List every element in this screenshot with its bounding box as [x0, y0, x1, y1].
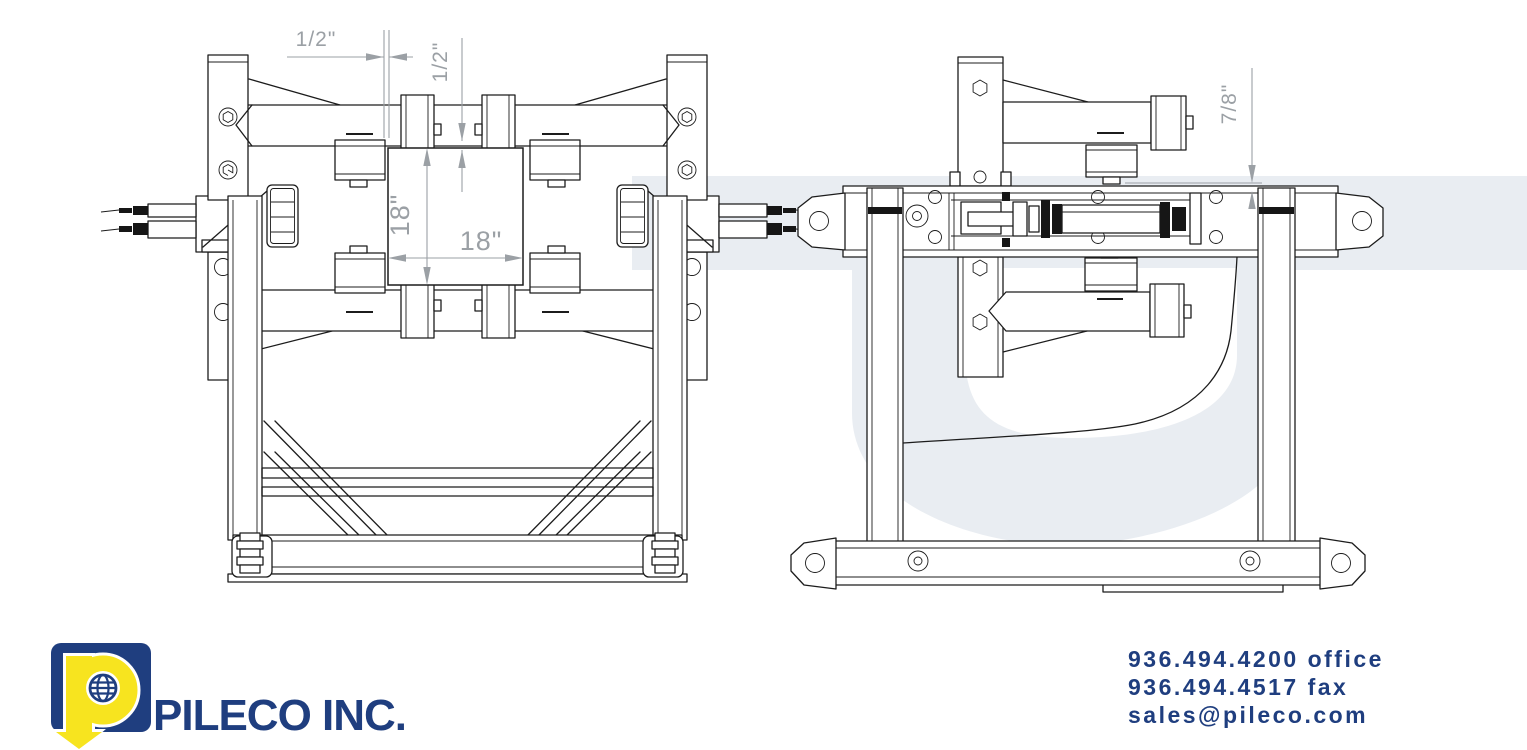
clamp-left: [231, 532, 273, 578]
latch-left: [100, 195, 234, 253]
column-right: [652, 195, 688, 541]
side-mid-roller-top: [1084, 251, 1138, 292]
company-name: PILECO INC.: [153, 691, 406, 740]
hydraulic-hose: [902, 256, 1238, 444]
front-dimensions: 1/2" 1/2" 18" 18": [287, 28, 523, 285]
dim-half-inch-vertical: 1/2": [429, 42, 452, 83]
dim-half-inch-horizontal: 1/2": [296, 28, 337, 51]
pileco-logo: PILECO INC.: [51, 643, 407, 750]
side-bottom-beam: [833, 540, 1323, 586]
column-left: [227, 195, 263, 541]
side-structure: [790, 56, 1384, 593]
side-mid-arm: [988, 291, 1151, 332]
post-left-upper: [207, 54, 249, 201]
clamp-right: [642, 532, 684, 578]
roller-side-upper-right: [529, 139, 581, 188]
side-top-roller-lower: [1085, 144, 1138, 185]
lug-top-right: [1335, 192, 1384, 251]
wear-pad-right: [616, 184, 649, 248]
roller-side-upper-left: [334, 139, 386, 188]
side-leg-right: [1257, 187, 1296, 546]
footer: PILECO INC. 936.494.4200 office 936.494.…: [51, 643, 1384, 750]
contact-email: sales@pileco.com: [1128, 702, 1368, 728]
globe-icon: [86, 671, 120, 705]
side-view-drawing: 7/8": [790, 56, 1384, 593]
lug-bottom-left: [790, 537, 837, 590]
roller-side-lower-right: [529, 245, 581, 294]
side-top-arm: [1002, 101, 1152, 144]
latch-cylinder-mechanism: [960, 192, 1202, 247]
side-top-post: [957, 56, 1004, 187]
contact-office-phone: 936.494.4200 office: [1128, 646, 1384, 672]
roller-top-right: [474, 94, 516, 151]
lug-top-left: [797, 192, 846, 251]
roller-top-left: [400, 94, 442, 151]
pile-pocket-square: [387, 147, 524, 286]
dim-18-horizontal: 18": [460, 226, 503, 256]
dim-18-vertical: 18": [385, 194, 415, 237]
front-bottom-beam: [227, 534, 688, 583]
contact-fax-phone: 936.494.4517 fax: [1128, 674, 1348, 700]
side-dimensions: 7/8": [1125, 68, 1262, 209]
post-bolts: [218, 107, 697, 180]
side-mid-roller-right: [1149, 283, 1192, 338]
side-leg-left: [866, 187, 904, 546]
roller-bottom-left: [400, 283, 442, 339]
wear-pad-left: [266, 184, 299, 248]
lug-bottom-right: [1319, 537, 1366, 590]
front-structure: [100, 54, 815, 583]
side-top-roller-right: [1150, 95, 1194, 151]
front-view-drawing: 1/2" 1/2" 18" 18": [100, 28, 815, 583]
truss: [261, 420, 654, 540]
post-right-upper: [666, 54, 708, 201]
contact-block: 936.494.4200 office 936.494.4517 fax sal…: [1128, 646, 1384, 728]
roller-side-lower-left: [334, 245, 386, 294]
dim-seven-eighths: 7/8": [1218, 84, 1241, 125]
